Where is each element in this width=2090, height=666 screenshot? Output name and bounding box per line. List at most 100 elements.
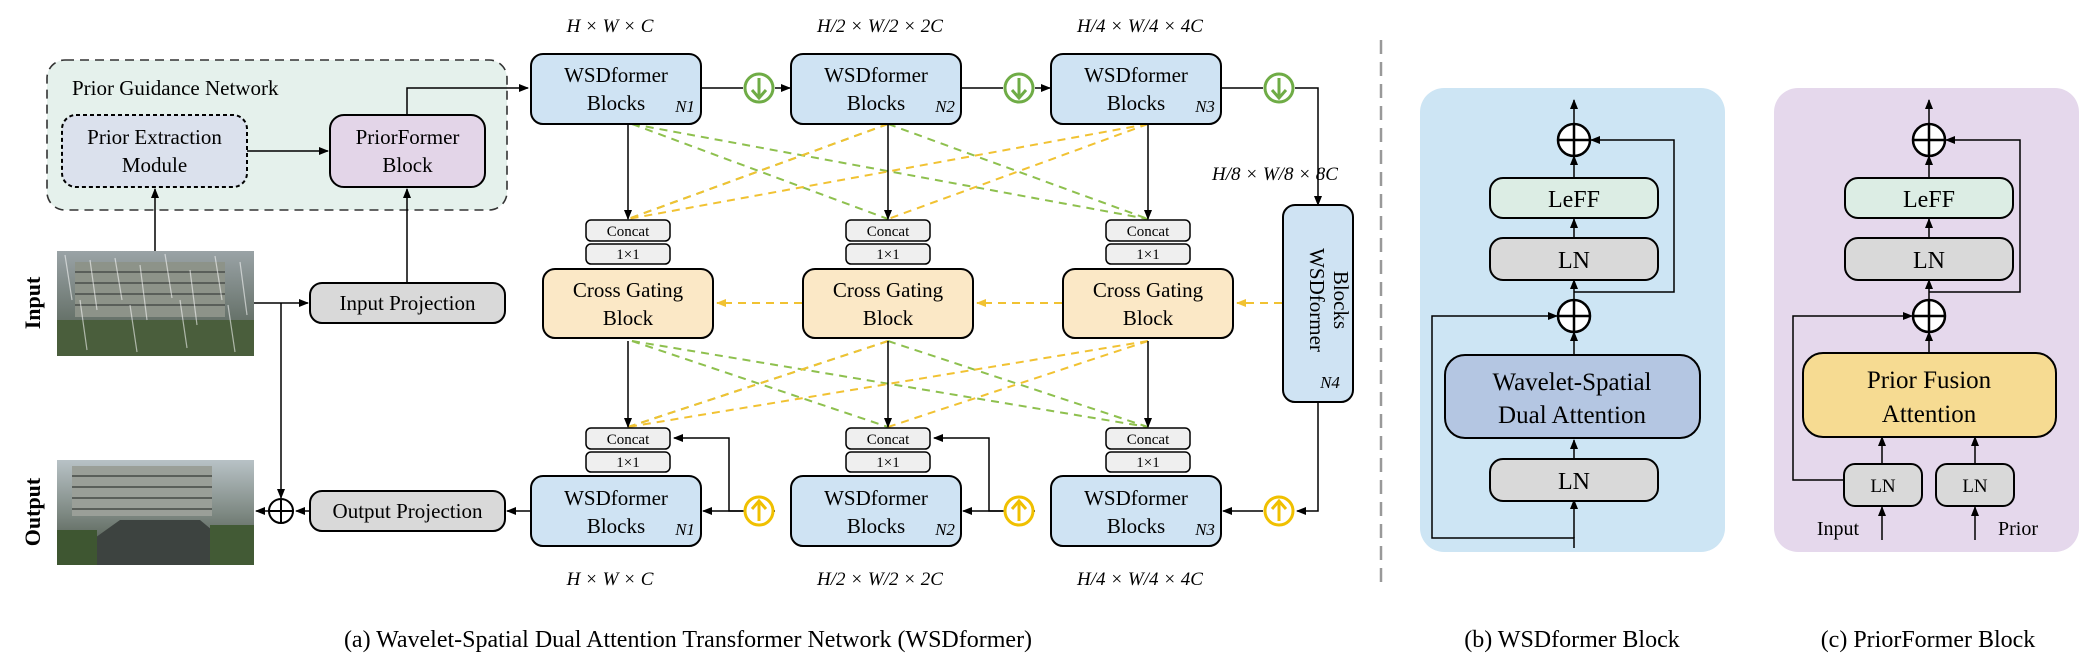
panel-c-leff-label: LeFF [1903,187,1955,213]
wsd-block-bottom-2: WSDformer Blocks N2 [790,475,962,547]
svg-text:Cross Gating: Cross Gating [833,278,944,302]
panel-c-add-icon-mid [1911,298,1947,334]
concat-bottom-3: Concat 1×1 [1105,427,1191,473]
dim-top-3: H/4 × W/4 × 4C [1076,16,1203,37]
wsd-block-top-3: WSDformer Blocks N3 [1050,53,1222,125]
priorformer-line2: Block [382,153,433,177]
prior-network-title: Prior Guidance Network [72,76,279,100]
panel-b: LeFF LN Wavelet-Spatial Dual Attention L… [1420,88,1725,653]
svg-text:N2: N2 [934,520,955,539]
panel-b-ln-top-box [1489,237,1659,281]
svg-text:1×1: 1×1 [1136,247,1159,263]
svg-text:Cross Gating: Cross Gating [573,278,684,302]
output-projection-label: Output Projection [333,499,483,523]
cross-connections-top [627,123,1149,220]
svg-text:Block: Block [1123,306,1174,330]
svg-text:1×1: 1×1 [876,455,899,471]
concat-top-2: Concat 1×1 [845,219,931,265]
prior-extraction-line2: Module [122,153,187,177]
svg-text:WSDformer: WSDformer [824,63,928,87]
panel-b-attention-box [1444,354,1701,439]
caption-c: (c) PriorFormer Block [1821,627,2036,653]
dim-bottom-3: H/4 × W/4 × 4C [1076,569,1203,590]
panel-b-add-icon-mid [1556,298,1592,334]
input-image [57,251,254,356]
downsample-icon-2 [1003,72,1035,104]
upsample-icon-1 [743,495,775,527]
svg-text:Cross Gating: Cross Gating [1093,278,1204,302]
output-label: Output [20,477,45,546]
panel-c-attention-box [1802,352,2057,438]
panel-b-attention-line1: Wavelet-Spatial [1492,369,1651,396]
panel-b-leff-box [1489,177,1659,219]
panel-c-ln-top-box [1844,237,2014,281]
upsample-icon-2 [1003,495,1035,527]
panel-c-ln-input-label: LN [1870,476,1896,497]
upsample-icon-3 [1263,495,1295,527]
panel-b-add-icon-top [1556,122,1592,158]
concat-bottom-1: Concat 1×1 [585,427,671,473]
dim-bottom-2: H/2 × W/2 × 2C [816,569,943,590]
svg-text:WSDformer: WSDformer [1084,486,1188,510]
panel-c-add-icon-top [1911,122,1947,158]
wsd-block-top-2: WSDformer Blocks N2 [790,53,962,125]
cross-gating-block-2: Cross Gating Block [802,268,974,339]
panel-c-leff-box [1844,177,2014,219]
svg-text:WSDformer: WSDformer [564,63,668,87]
svg-text:Concat: Concat [607,432,650,448]
dim-top-2: H/2 × W/2 × 2C [816,16,943,37]
cross-gating-block-1: Cross Gating Block [542,268,714,339]
concat-top-3: Concat 1×1 [1105,219,1191,265]
panel-c-ln-input-box [1843,463,1923,507]
svg-text:Blocks: Blocks [1107,91,1165,115]
panel-c-attention-line2: Attention [1882,401,1977,428]
wsd-block-bottom-1: WSDformer Blocks N1 [530,475,702,547]
svg-text:Blocks: Blocks [1107,514,1165,538]
panel-a: Prior Guidance Network Prior Extraction … [20,16,1354,653]
dim-bottom-1: H × W × C [566,569,654,590]
panel-c-ln-prior-box [1935,463,2015,507]
svg-text:1×1: 1×1 [616,247,639,263]
svg-text:Blocks: Blocks [847,514,905,538]
svg-text:1×1: 1×1 [616,455,639,471]
cross-connections-bottom [627,340,1149,428]
svg-text:Blocks: Blocks [847,91,905,115]
svg-text:1×1: 1×1 [1136,455,1159,471]
cross-gating-block-3: Cross Gating Block [1062,268,1234,339]
svg-text:Concat: Concat [607,224,650,240]
svg-text:WSDformer: WSDformer [824,486,928,510]
panel-c-ln-top-label: LN [1913,248,1945,274]
prior-extraction-line1: Prior Extraction [87,125,222,149]
caption-a: (a) Wavelet-Spatial Dual Attention Trans… [344,627,1032,653]
svg-text:Concat: Concat [1127,224,1170,240]
output-image [57,460,254,565]
svg-text:N3: N3 [1194,520,1215,539]
svg-text:Blocks: Blocks [587,91,645,115]
svg-text:1×1: 1×1 [876,247,899,263]
svg-text:Block: Block [603,306,654,330]
svg-text:N2: N2 [934,97,955,116]
wsd-block-top-1: WSDformer Blocks N1 [530,53,702,125]
svg-text:Blocks: Blocks [587,514,645,538]
priorformer-line1: PriorFormer [356,125,460,149]
svg-text:Blocks: Blocks [1329,271,1353,329]
panel-b-ln-top-label: LN [1558,248,1590,274]
prior-extraction-module [61,114,248,188]
svg-text:WSDformer: WSDformer [1084,63,1188,87]
dim-top-1: H × W × C [566,16,654,37]
concat-bottom-2: Concat 1×1 [845,427,931,473]
svg-text:N3: N3 [1194,97,1215,116]
svg-text:Concat: Concat [1127,432,1170,448]
panel-c-prior-label: Prior [1998,518,2038,540]
panel-b-ln-bottom-box [1489,458,1659,502]
svg-text:WSDformer: WSDformer [564,486,668,510]
svg-text:Concat: Concat [867,432,910,448]
output-add-icon [268,498,294,524]
dim-side-4: H/8 × W/8 × 8C [1211,164,1338,185]
panel-b-leff-label: LeFF [1548,187,1600,213]
caption-b: (b) WSDformer Block [1464,627,1680,653]
svg-text:WSDformer: WSDformer [1305,248,1329,352]
svg-text:N4: N4 [1319,373,1340,392]
wsd-block-bottom-3: WSDformer Blocks N3 [1050,475,1222,547]
downsample-icon-3 [1263,72,1295,104]
